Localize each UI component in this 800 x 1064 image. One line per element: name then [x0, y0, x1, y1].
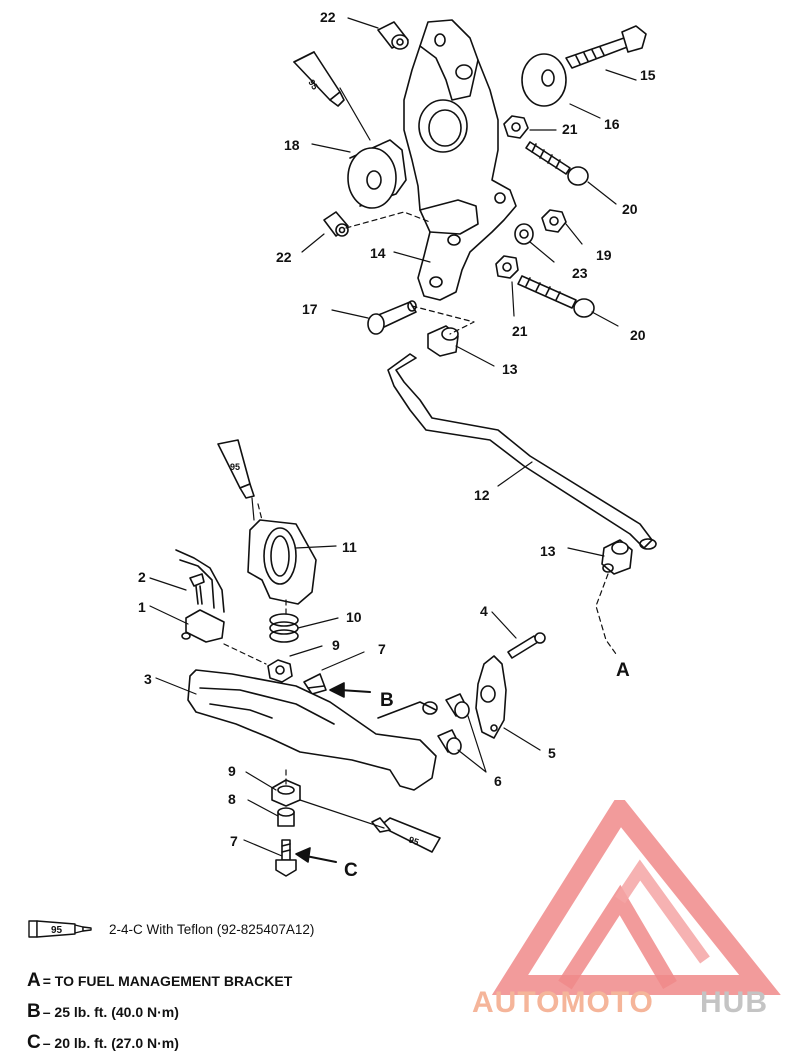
part-19-nut — [541, 209, 567, 233]
part-16-washer — [521, 53, 567, 107]
callout-8: 8 — [228, 791, 236, 807]
callout-14: 14 — [370, 245, 386, 261]
callout-21-lower: 21 — [512, 323, 528, 339]
alignment-lines — [223, 211, 617, 787]
part-22-spacer-lower — [323, 211, 349, 237]
note-a-key: A — [27, 970, 41, 991]
sealant-tube-lower — [371, 817, 441, 853]
sealant-tube-icon-label: 95 — [51, 925, 63, 936]
callout-20-lower: 20 — [630, 327, 646, 343]
callout-numbers: 22 15 16 21 18 20 19 23 22 14 17 21 20 1… — [138, 9, 656, 849]
part-7-bolt-lower — [275, 839, 297, 877]
part-22-spacer-top — [377, 21, 409, 50]
part-23-washer — [514, 223, 534, 245]
part-2-screw — [189, 573, 205, 605]
reference-letters: A B C — [344, 660, 630, 881]
arrow-c — [295, 847, 337, 863]
watermark-text-hub: HUB — [700, 986, 768, 1019]
callout-2: 2 — [138, 569, 146, 585]
note-b-key: B — [27, 1001, 41, 1022]
part-11-switch-housing — [247, 519, 317, 605]
sealant-tube-icon: 95 — [28, 920, 92, 938]
note-a: A= TO FUEL MANAGEMENT BRACKET — [27, 970, 292, 992]
callout-5: 5 — [548, 745, 556, 761]
callout-15: 15 — [640, 67, 656, 83]
callout-23: 23 — [572, 265, 588, 281]
watermark-logo-mark — [491, 800, 781, 995]
part-10-spring — [269, 613, 299, 643]
part-21-nut-upper — [503, 115, 529, 139]
note-b: B– 25 lb. ft. (40.0 N·m) — [27, 1001, 179, 1023]
part-7-bolt-upper — [303, 673, 327, 695]
part-4-bolt — [507, 632, 546, 659]
part-20-screw-lower — [517, 275, 595, 318]
part-5-lever — [475, 655, 507, 739]
letter-c: C — [344, 860, 358, 881]
part-9-nut-upper — [267, 659, 293, 683]
tube-labels: 95 95 95 — [230, 78, 420, 848]
callout-9-upper: 9 — [332, 637, 340, 653]
sealant-tube-middle — [217, 439, 255, 499]
callout-3: 3 — [144, 671, 152, 687]
callout-13-lower: 13 — [540, 543, 556, 559]
note-c-key: C — [27, 1032, 41, 1053]
legend-sealant: 95 2-4-C With Teflon (92-825407A12) — [27, 918, 314, 940]
part-21-nut-lower — [495, 255, 519, 279]
watermark-text-automoto: AUTOMOTO — [472, 986, 654, 1019]
note-a-text: = TO FUEL MANAGEMENT BRACKET — [42, 973, 293, 989]
callout-9-lower: 9 — [228, 763, 236, 779]
note-c-text: – 20 lb. ft. (27.0 N·m) — [42, 1035, 179, 1051]
callout-22-lower: 22 — [276, 249, 292, 265]
callout-21-top: 21 — [562, 121, 578, 137]
callout-6: 6 — [494, 773, 502, 789]
letter-b: B — [380, 690, 394, 711]
arrow-b — [329, 682, 371, 698]
callout-7-upper: 7 — [378, 641, 386, 657]
part-3-mounting-bracket — [187, 669, 438, 791]
letter-a: A — [616, 660, 630, 681]
callout-10: 10 — [346, 609, 362, 625]
callout-11: 11 — [342, 539, 357, 555]
callout-19: 19 — [596, 247, 612, 263]
part-20-screw-upper — [525, 141, 589, 186]
part-1-switch — [175, 549, 225, 643]
part-12-link-rod — [387, 353, 657, 550]
part-8-spacer — [277, 807, 295, 827]
callout-4: 4 — [480, 603, 488, 619]
callout-12: 12 — [474, 487, 490, 503]
note-c: C– 20 lb. ft. (27.0 N·m) — [27, 1032, 179, 1054]
part-14-throttle-arm — [403, 19, 517, 301]
callout-7-lower: 7 — [230, 833, 238, 849]
part-18-bushing — [347, 139, 407, 209]
callout-22-top: 22 — [320, 9, 336, 25]
callout-18: 18 — [284, 137, 300, 153]
part-17-pin — [367, 300, 417, 335]
callout-1: 1 — [138, 599, 146, 615]
leader-lines — [149, 17, 637, 857]
callout-13-upper: 13 — [502, 361, 518, 377]
sealant-tube-upper — [293, 51, 345, 107]
part-6-bushings — [437, 693, 470, 755]
note-b-text: – 25 lb. ft. (40.0 N·m) — [42, 1004, 179, 1020]
part-13-ball-socket-lower — [601, 539, 633, 575]
automotohub-watermark: AUTOMOTO HUB — [472, 800, 781, 1019]
tube-label-upper: 95 — [306, 78, 320, 92]
callout-16: 16 — [604, 116, 620, 132]
callout-20-top: 20 — [622, 201, 638, 217]
tube-label-middle: 95 — [230, 462, 240, 472]
tube-label-lower: 95 — [407, 834, 420, 847]
part-15-bolt — [565, 25, 647, 69]
part-13-ball-socket-upper — [427, 325, 459, 357]
callout-17: 17 — [302, 301, 318, 317]
legend-sealant-text: 2-4-C With Teflon (92-825407A12) — [109, 921, 315, 937]
